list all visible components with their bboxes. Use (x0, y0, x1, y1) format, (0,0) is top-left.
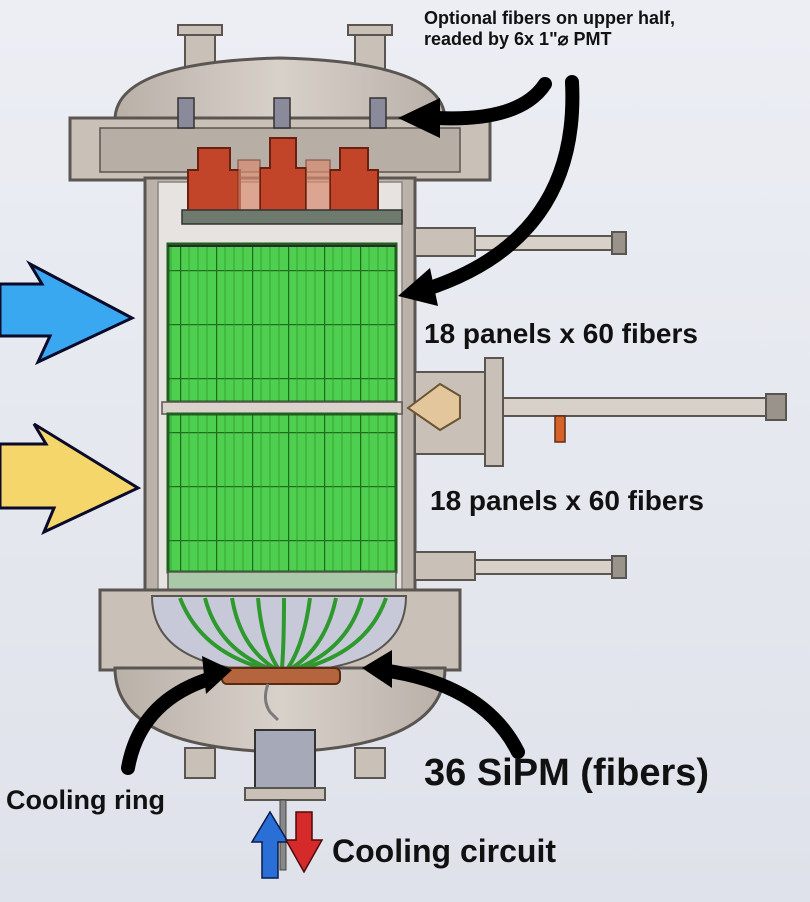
optional-fibers-line2: readed by 6x 1"⌀ PMT (424, 28, 612, 49)
yellow-block-arrow-icon (0, 422, 142, 536)
pmt-group (181, 137, 403, 225)
fiber-panels-upper (166, 242, 398, 404)
fiber-panels-lower (166, 412, 398, 574)
flow-in-arrow-icon (250, 810, 290, 879)
cooling-ring-label: Cooling ring (6, 785, 165, 815)
sipm-label: 36 SiPM (fibers) (424, 752, 710, 794)
panels-upper-label: 18 panels x 60 fibers (424, 318, 698, 349)
side-ports (406, 227, 787, 581)
optional-fibers-line1: Optional fibers on upper half, (424, 8, 676, 28)
cooling-circuit-label: Cooling circuit (332, 833, 556, 869)
flow-out-arrow-icon (284, 811, 324, 874)
optional-fibers-label: Optional fibers on upper half, readed by… (424, 8, 675, 49)
black-curved-arrow-icon (121, 75, 580, 775)
sipm-ring (221, 667, 341, 685)
pmt-ports (177, 97, 387, 129)
panels-lower-label: 18 panels x 60 fibers (430, 485, 704, 516)
black-arrowheads (202, 98, 440, 694)
cooling-port (244, 729, 326, 871)
blue-block-arrow-icon (0, 260, 136, 366)
upper-dome (113, 56, 447, 122)
bottom-nozzles (184, 747, 386, 779)
bowl-fibers (178, 597, 388, 670)
